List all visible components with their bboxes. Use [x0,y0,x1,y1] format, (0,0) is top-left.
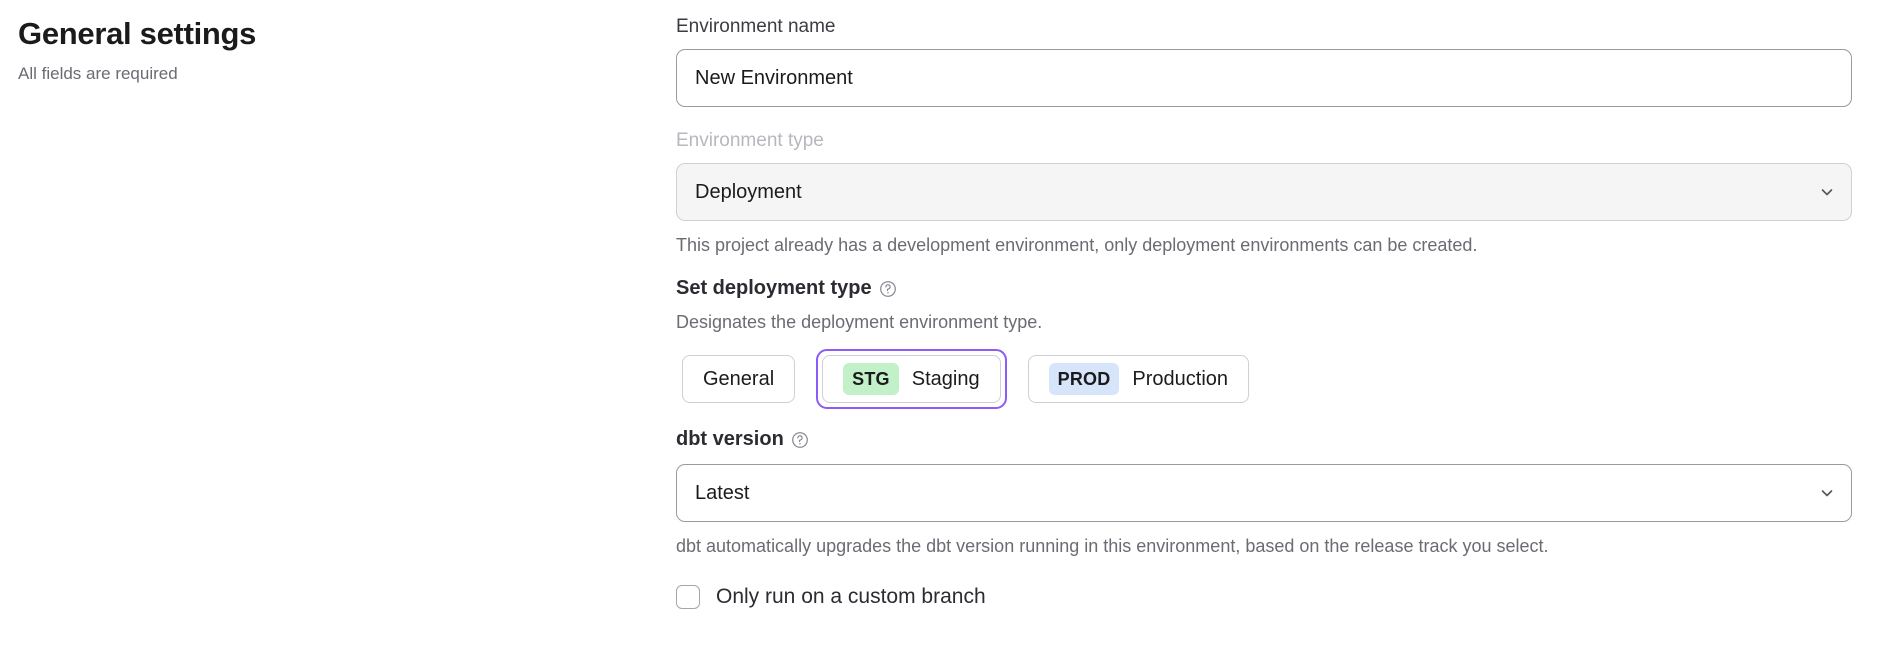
deployment-type-option-staging-wrap: STG Staging [816,349,1007,409]
deployment-type-field: Set deployment type Designates the deplo… [676,275,1852,409]
deployment-type-option-production[interactable]: PROD Production [1027,355,1250,403]
deployment-type-title-row: Set deployment type [676,275,897,301]
dbt-version-label: dbt version [676,428,784,450]
deployment-type-title: Set deployment type [676,277,872,299]
deployment-type-options: General STG Staging PROD Production [676,349,1852,409]
settings-header: General settings All fields are required [18,14,578,86]
dbt-version-select-wrap: Latest [676,464,1852,522]
custom-branch-checkbox[interactable] [676,585,700,609]
general-settings-form: Environment name Environment type Deploy… [676,14,1852,611]
staging-badge: STG [843,363,899,395]
deployment-type-option-production-label: Production [1132,367,1229,390]
environment-type-help-text: This project already has a development e… [676,235,1478,255]
environment-type-field: Environment type Deployment This project… [676,128,1852,258]
deployment-type-description: Designates the deployment environment ty… [676,312,1043,332]
dbt-version-title-row: dbt version [676,426,809,452]
environment-name-field: Environment name [676,14,1852,107]
environment-type-select-wrap: Deployment [676,163,1852,221]
custom-branch-row: Only run on a custom branch [676,583,1852,611]
page-subtitle: All fields are required [18,64,178,83]
dbt-version-select[interactable]: Latest [676,464,1852,522]
deployment-type-option-staging-label: Staging [911,367,980,390]
environment-type-label: Environment type [676,130,824,151]
deployment-type-option-production-wrap: PROD Production [1022,349,1255,409]
environment-type-select[interactable]: Deployment [676,163,1852,221]
dbt-version-help-text: dbt automatically upgrades the dbt versi… [676,536,1549,556]
environment-name-input[interactable] [676,49,1852,107]
question-circle-icon[interactable] [879,279,897,297]
page-title: General settings [18,16,257,51]
environment-name-label: Environment name [676,16,836,37]
deployment-type-option-general[interactable]: General [682,355,796,403]
deployment-type-option-general-label: General [703,367,775,390]
custom-branch-label[interactable]: Only run on a custom branch [716,585,986,608]
deployment-type-option-staging[interactable]: STG Staging [822,355,1001,403]
dbt-version-field: dbt version Latest dbt aut [676,426,1852,559]
deployment-type-option-general-wrap: General [676,349,801,409]
production-badge: PROD [1048,363,1120,395]
question-circle-icon[interactable] [791,430,809,448]
